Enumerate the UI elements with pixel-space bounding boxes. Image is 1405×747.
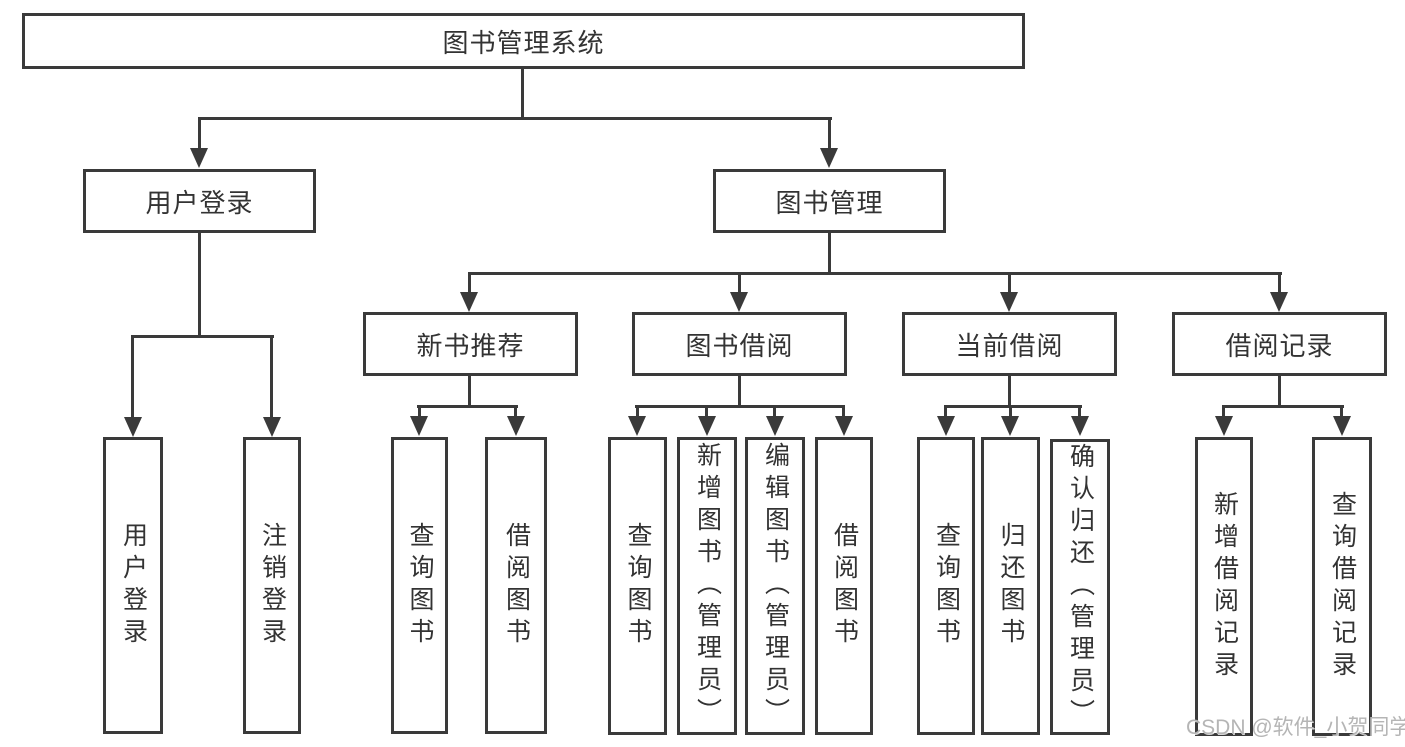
leaf-borrow-books-borrow-label: 借阅图书 [830, 522, 859, 650]
connector-leaf-drop [842, 405, 845, 418]
connector-leaf-drop [1009, 405, 1012, 418]
node-user-login: 用户登录 [83, 169, 316, 233]
leaf-logout-label: 注销登录 [258, 521, 287, 650]
arrowhead-confirm-return-icon [1071, 416, 1089, 436]
leaf-query-books-borrow-label: 查询图书 [624, 522, 652, 650]
node-user-login-label: 用户登录 [145, 187, 254, 218]
arrowhead-query-books3-icon [937, 416, 955, 436]
leaf-borrow-books-recommend-label: 借阅图书 [502, 521, 531, 650]
leaf-return-books: 归还图书 [981, 437, 1040, 735]
leaf-edit-book-admin: 编辑图书（管理员） [745, 437, 805, 735]
arrowhead-query-books2-icon [628, 416, 646, 436]
node-current-borrowing-label: 当前借阅 [955, 330, 1064, 361]
connector-logout-drop [270, 335, 273, 419]
node-new-book-recommendation: 新书推荐 [363, 312, 578, 376]
connector-borrow-records-stem [1278, 375, 1281, 406]
connector-book-borrow-drop [738, 272, 741, 296]
connector-login-drop [131, 335, 134, 419]
arrowhead-user-login-icon [190, 148, 208, 168]
connector-borrow-records-drop [1278, 272, 1281, 296]
connector-book-mgmt-stem [828, 233, 831, 272]
node-library-management-system: 图书管理系统 [22, 13, 1025, 69]
connector-leaf-drop [773, 405, 776, 418]
leaf-borrow-books-borrow: 借阅图书 [815, 437, 873, 735]
leaf-add-book-admin-label: 新增图书（管理员） [693, 442, 722, 730]
connector-user-login-rail [131, 335, 274, 338]
connector-user-login-stem [198, 233, 201, 335]
connector-leaf-drop [418, 405, 421, 418]
connector-new-book-drop [468, 272, 471, 296]
node-borrowing-records-label: 借阅记录 [1225, 330, 1334, 361]
node-current-borrowing: 当前借阅 [902, 312, 1117, 376]
leaf-user-login-label: 用户登录 [119, 521, 148, 650]
arrowhead-book-borrow-icon [730, 292, 748, 312]
leaf-user-login: 用户登录 [103, 437, 163, 734]
connector-leaf-drop [705, 405, 708, 418]
leaf-query-books-recommend: 查询图书 [391, 437, 448, 734]
connector-leaf-drop [1222, 405, 1225, 418]
leaf-query-books-current-label: 查询图书 [932, 522, 961, 650]
arrowhead-book-mgmt-icon [820, 148, 838, 168]
connector-leaf-drop [944, 405, 947, 418]
arrowhead-add-record-icon [1215, 416, 1233, 436]
connector-borrow-records-rail [1222, 405, 1344, 408]
connector-leaf-drop [1340, 405, 1343, 418]
node-borrowing-records: 借阅记录 [1172, 312, 1387, 376]
arrowhead-edit-book-icon [766, 416, 784, 436]
leaf-query-books-current: 查询图书 [917, 437, 975, 735]
arrowhead-return-books-icon [1001, 416, 1019, 436]
leaf-add-book-admin: 新增图书（管理员） [677, 437, 737, 735]
leaf-query-borrow-record-label: 查询借阅记录 [1328, 490, 1357, 683]
node-book-borrowing-label: 图书借阅 [685, 330, 794, 361]
node-book-borrowing: 图书借阅 [632, 312, 847, 376]
arrowhead-logout-icon [263, 417, 281, 437]
connector-leaf-drop [1078, 405, 1081, 418]
connector-root-stem [521, 69, 524, 117]
connector-user-login-drop [198, 117, 201, 151]
arrowhead-add-book-icon [698, 416, 716, 436]
leaf-add-borrow-record: 新增借阅记录 [1195, 437, 1253, 736]
arrowhead-login-icon [124, 417, 142, 437]
leaf-return-books-label: 归还图书 [997, 522, 1025, 650]
leaf-query-borrow-record: 查询借阅记录 [1312, 437, 1372, 736]
leaf-confirm-return-admin: 确认归还（管理员） [1050, 439, 1110, 735]
connector-current-borrow-drop [1008, 272, 1011, 296]
connector-level3-rail [468, 272, 1282, 275]
node-book-management: 图书管理 [713, 169, 946, 233]
arrowhead-borrow-records-icon [1270, 292, 1288, 312]
node-new-book-recommendation-label: 新书推荐 [416, 330, 525, 361]
connector-book-borrow-stem [738, 376, 741, 406]
leaf-add-borrow-record-label: 新增借阅记录 [1210, 490, 1239, 683]
leaf-borrow-books-recommend: 借阅图书 [485, 437, 547, 734]
node-library-management-system-label: 图书管理系统 [442, 27, 605, 58]
arrowhead-current-borrow-icon [1000, 292, 1018, 312]
arrowhead-borrow-books2-icon [835, 416, 853, 436]
connector-new-book-rail [417, 405, 518, 408]
arrowhead-borrow-books1-icon [507, 416, 525, 436]
arrowhead-new-book-icon [460, 292, 478, 312]
connector-current-borrow-stem [1008, 376, 1011, 406]
arrowhead-query-books1-icon [410, 416, 428, 436]
csdn-watermark: CSDN @软件_小贺同学 [1186, 716, 1405, 739]
arrowhead-query-record-icon [1333, 416, 1351, 436]
connector-new-book-stem [468, 376, 471, 406]
connector-book-mgmt-drop [828, 117, 831, 151]
connector-current-borrow-rail [944, 405, 1082, 408]
leaf-query-books-recommend-label: 查询图书 [406, 521, 434, 650]
leaf-edit-book-admin-label: 编辑图书（管理员） [761, 442, 790, 730]
leaf-query-books-borrow: 查询图书 [608, 437, 667, 735]
leaf-confirm-return-admin-label: 确认归还（管理员） [1066, 443, 1095, 731]
connector-book-borrow-rail [635, 405, 845, 408]
connector-leaf-drop [514, 405, 517, 418]
leaf-logout: 注销登录 [243, 437, 301, 734]
connector-leaf-drop [636, 405, 639, 418]
connector-level2-rail [198, 117, 832, 120]
node-book-management-label: 图书管理 [775, 187, 884, 218]
